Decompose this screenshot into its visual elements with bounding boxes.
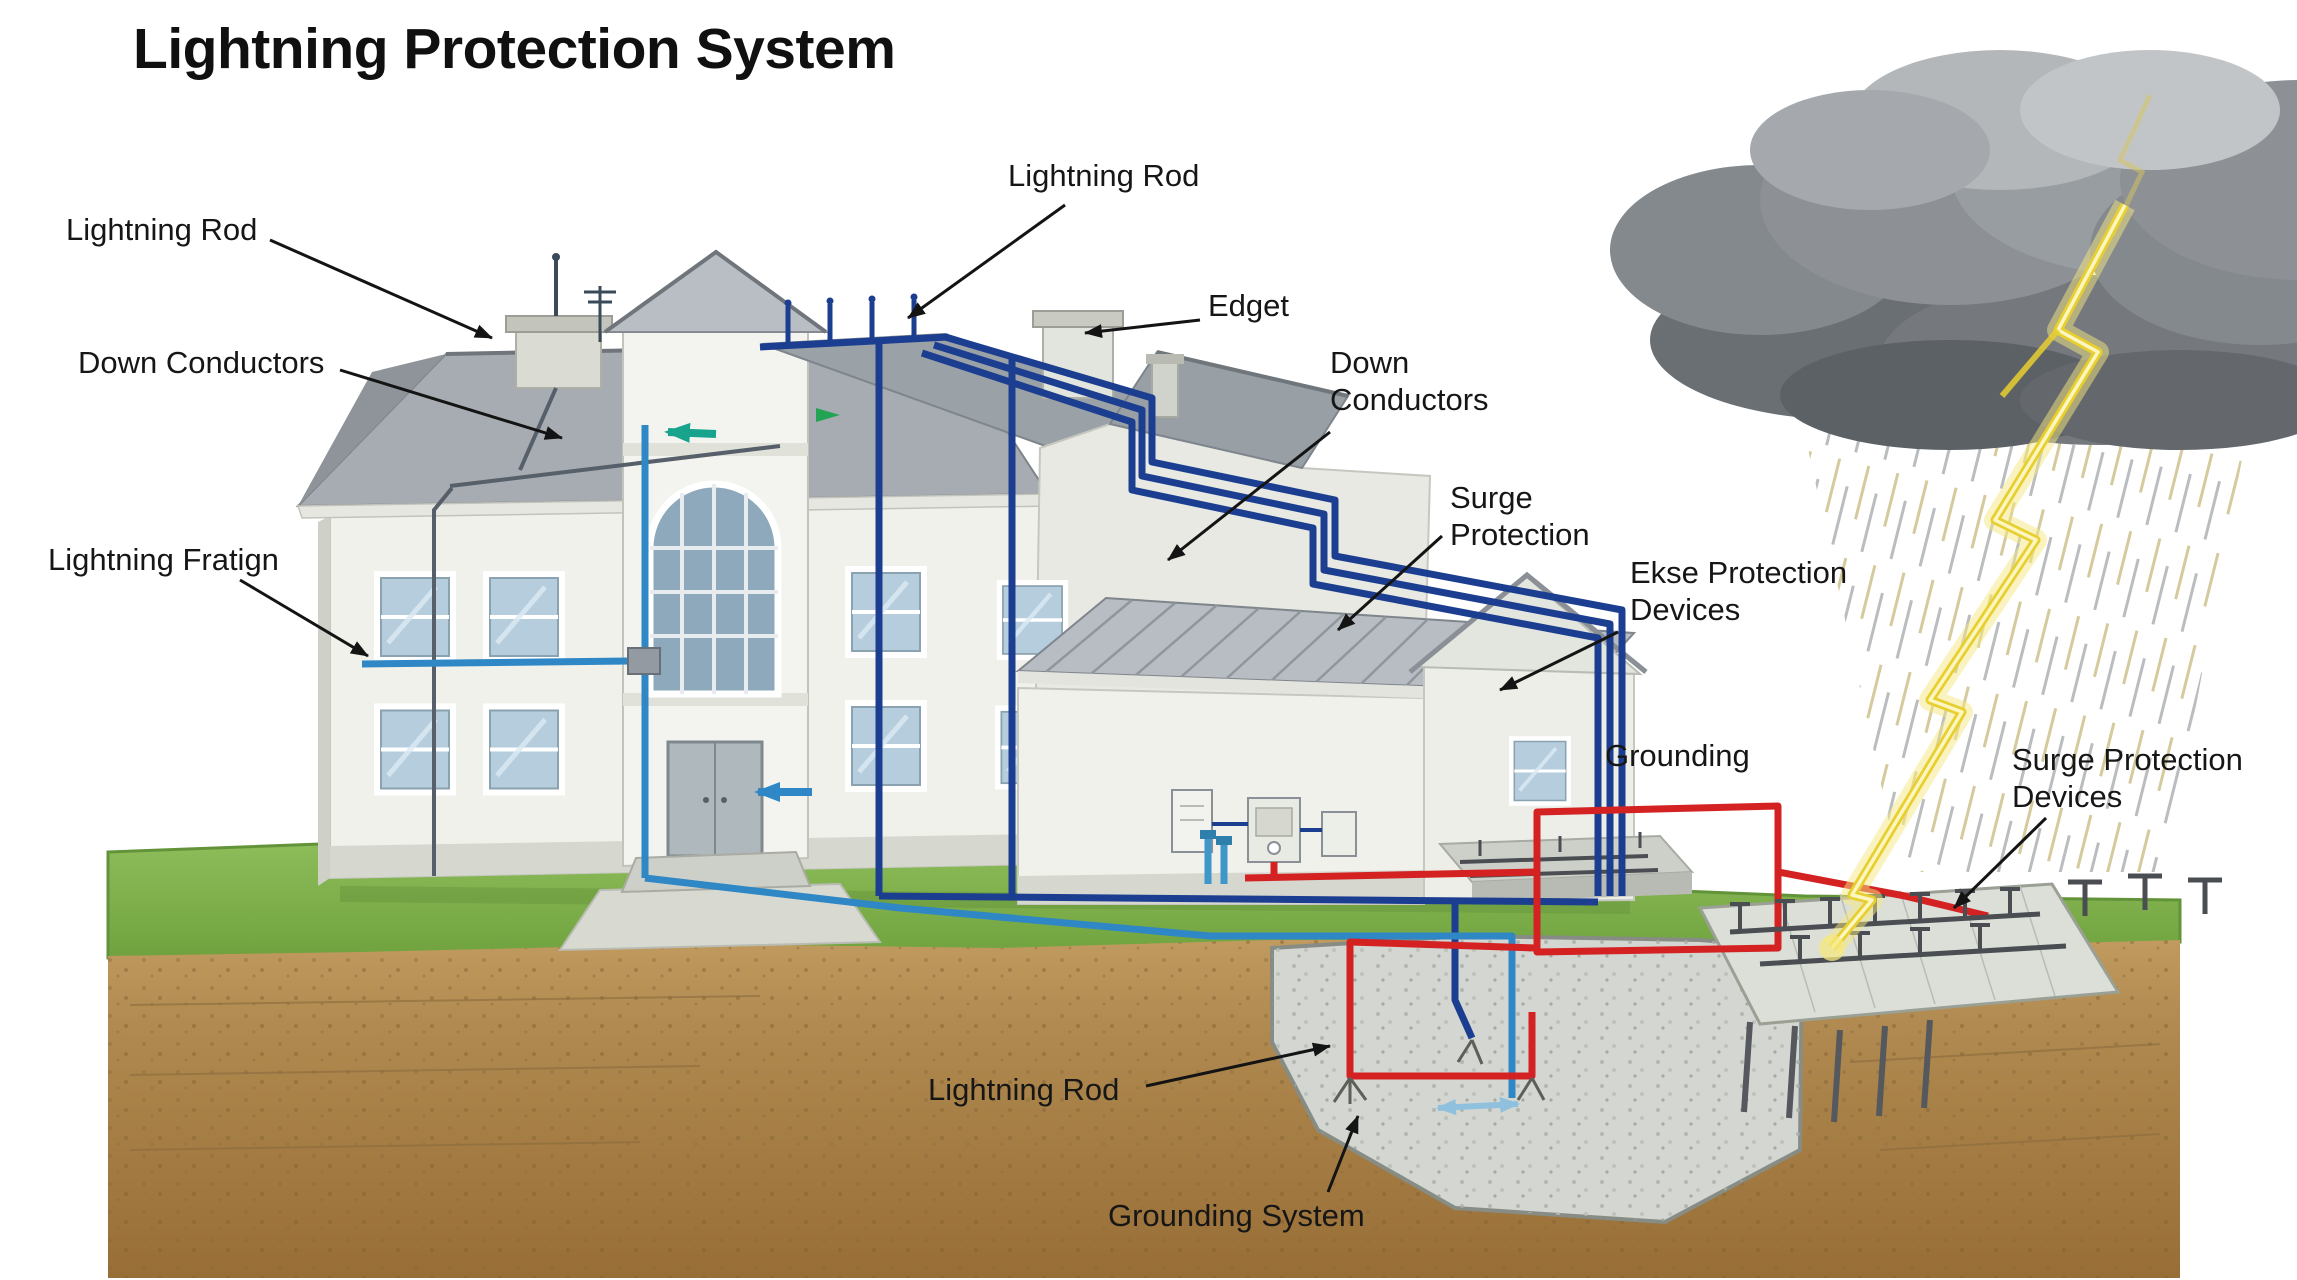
building — [295, 249, 1695, 905]
walkway — [558, 882, 882, 952]
annotation-arrows — [239, 203, 2048, 1193]
arrow-lightning-rod-left — [269, 238, 493, 340]
conductor-network — [361, 293, 1989, 1098]
label-down-conductors-right: Down Conductors — [1330, 345, 1489, 417]
spd-box-3 — [1321, 811, 1357, 857]
door-handle — [721, 797, 727, 803]
arrow-down-conductors-right — [1167, 430, 1331, 562]
ground-roots — [1332, 1039, 1546, 1104]
label-lightning-rod-top: Lightning Rod — [1008, 158, 1200, 193]
slab-bus-bars — [1729, 911, 2067, 967]
storm — [1610, 50, 2297, 961]
surge-rods-grass — [2068, 873, 2222, 916]
red-pit-run — [1346, 938, 1538, 1080]
tower-arch-mullions — [650, 484, 778, 694]
lightning-bolt — [1819, 199, 2135, 961]
spd-box-2-dial — [1267, 841, 1281, 855]
junction-box — [627, 647, 661, 675]
pipe-cap — [1200, 830, 1216, 839]
impact-flash — [1819, 935, 1845, 961]
door-handle — [703, 797, 709, 803]
label-grounding: Grounding — [1605, 738, 1750, 773]
label-ekse-protection-devices: Ekse Protection Devices — [1630, 555, 1848, 627]
pipes — [1204, 838, 1228, 884]
red-loop — [1533, 802, 1782, 956]
terrain — [106, 832, 2182, 1278]
window — [374, 571, 456, 663]
air-terminals — [785, 300, 917, 345]
chimney-left — [515, 329, 602, 389]
left-wing-end-wall — [318, 516, 330, 886]
box-connectors — [1212, 822, 1322, 832]
ground-wires-red — [1244, 802, 1989, 1080]
arrow-surge-protection-devices — [1952, 816, 2048, 910]
arrow-lightning-fratign — [239, 578, 369, 658]
spd-box-2-panel — [1255, 807, 1293, 837]
window — [374, 704, 456, 796]
platform-face — [1472, 872, 1692, 902]
roof-vent-cap — [1146, 354, 1184, 364]
label-lightning-fratign: Lightning Fratign — [48, 542, 279, 577]
slab-hatch — [1779, 885, 2056, 1013]
window — [1509, 736, 1571, 806]
lightning-rod-tip — [552, 253, 560, 261]
down-conductors-navy — [759, 293, 1626, 1040]
rain — [1780, 320, 2268, 872]
storm-cloud — [1610, 50, 2297, 450]
label-down-conductors-left: Down Conductors — [78, 345, 325, 380]
tower-gable-roof — [601, 250, 830, 333]
spd-box-1-detail — [1180, 805, 1204, 821]
antenna — [584, 286, 616, 342]
gable-wing-roof-edge — [1408, 571, 1648, 674]
ground-run-blue — [644, 874, 1516, 1098]
cloud-flash — [2109, 93, 2153, 237]
arrow-grounding-system — [1326, 1115, 1360, 1193]
window — [483, 704, 565, 796]
window — [483, 571, 565, 663]
arrow-surge-protection — [1336, 534, 1444, 632]
chimney-left-cap — [505, 315, 613, 333]
arrow-lightning-rod-top — [907, 203, 1066, 320]
lightning-fratign-band — [361, 657, 631, 668]
arrow-lightning-rod-bottom — [1145, 1042, 1331, 1088]
pit-double-arrow — [1436, 1096, 1520, 1116]
window — [845, 700, 927, 792]
teal-arrow — [664, 422, 717, 443]
secondary-ridge — [1156, 350, 1349, 398]
label-grounding-system: Grounding System — [1108, 1198, 1365, 1233]
platform-posts — [1478, 832, 1642, 856]
label-edget: Edget — [1208, 288, 1290, 323]
slab-posts-row2 — [1790, 923, 1990, 961]
label-lightning-rod-left: Lightning Rod — [66, 212, 258, 247]
grounding-hardware — [1332, 873, 2222, 1123]
pipe-cap — [1216, 836, 1232, 845]
arrow-ekse-protection-devices — [1499, 630, 1619, 692]
soil-strata — [129, 995, 2161, 1151]
pit-gravel — [1272, 936, 1802, 1222]
roof-vent — [1151, 361, 1179, 418]
label-surge-protection-devices: Surge Protection Devices — [2012, 742, 2243, 814]
arrow-down-conductors-left — [339, 368, 563, 440]
green-arrow — [816, 408, 840, 422]
chimney-main-cap — [1032, 310, 1124, 328]
label-lightning-rod-bottom: Lightning Rod — [928, 1072, 1120, 1107]
arrow-edget — [1084, 318, 1201, 339]
earth-electrodes — [1741, 1019, 1933, 1123]
roof-conductor-gray — [432, 387, 781, 876]
label-surge-protection: Surge Protection — [1450, 480, 1590, 552]
red-slab-run — [1777, 868, 1989, 920]
window — [845, 566, 927, 658]
bolt-branch — [1999, 328, 2061, 398]
diagram-title: Lightning Protection System — [133, 17, 896, 81]
